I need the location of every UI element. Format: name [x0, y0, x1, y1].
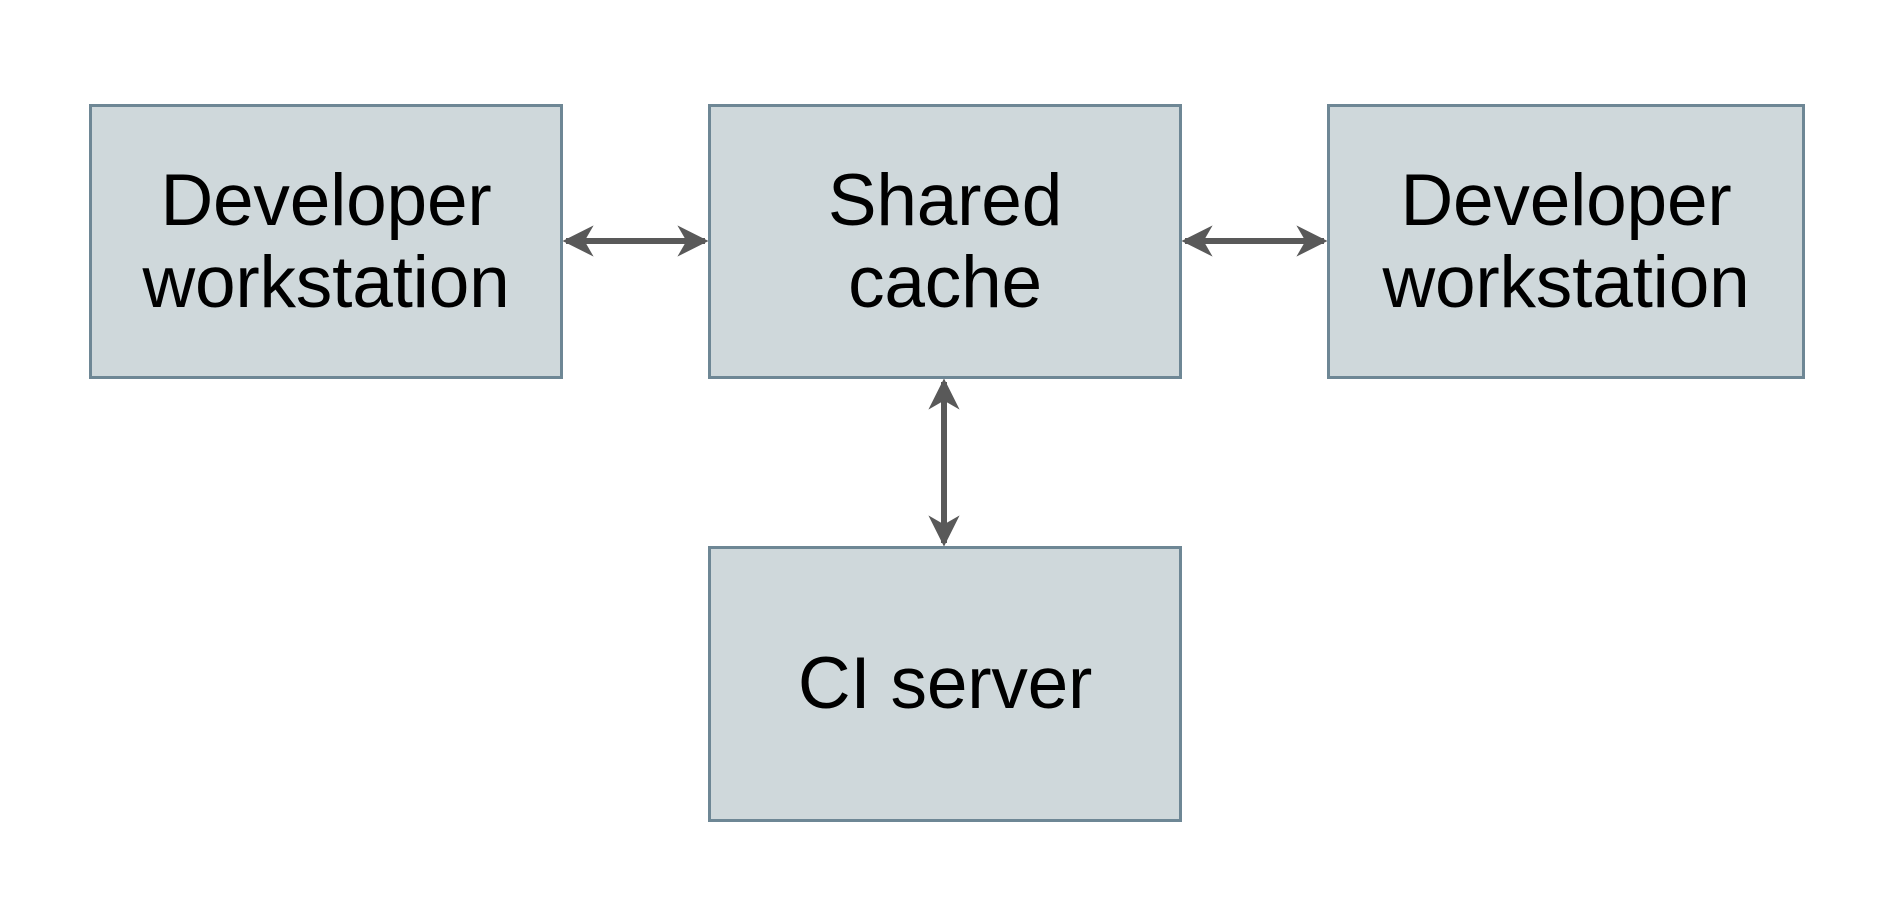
node-shared-cache[interactable]: Shared cache — [708, 104, 1182, 379]
node-developer-workstation-left[interactable]: Developer workstation — [89, 104, 563, 379]
node-label: Developer workstation — [142, 159, 510, 323]
node-label: Developer workstation — [1382, 159, 1750, 323]
node-developer-workstation-right[interactable]: Developer workstation — [1327, 104, 1805, 379]
node-ci-server[interactable]: CI server — [708, 546, 1182, 822]
node-label: Shared cache — [827, 159, 1063, 323]
node-label: CI server — [797, 643, 1093, 725]
